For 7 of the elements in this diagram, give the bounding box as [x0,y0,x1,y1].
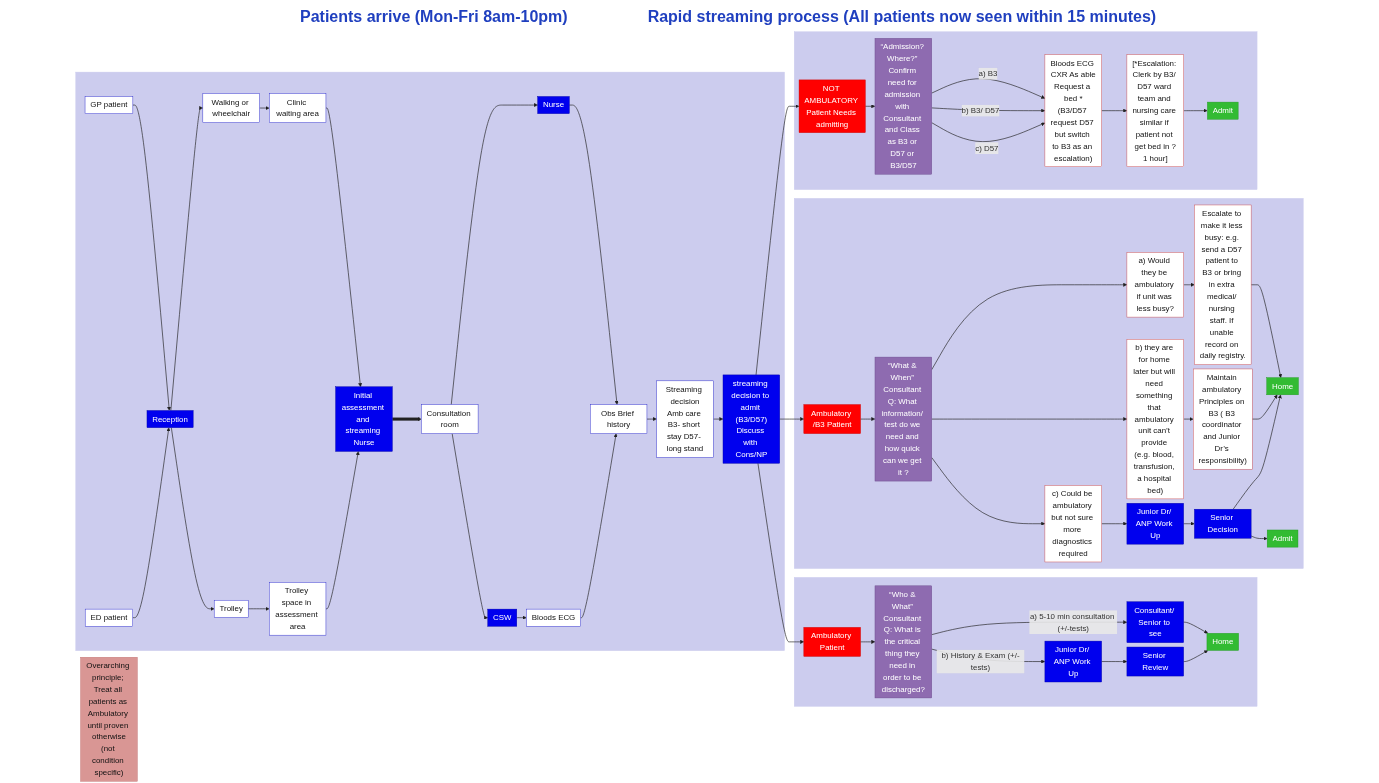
cluster [794,577,1258,707]
note-text: Rapid streaming process (All patients now seen within 15 minutes) [647,8,1157,26]
cluster [794,198,1304,569]
note-text: Patients arrive (Mon-Fri 8am-10pm) [300,8,568,26]
arrow [391,417,422,421]
cluster [794,31,1258,190]
cluster [75,71,785,651]
